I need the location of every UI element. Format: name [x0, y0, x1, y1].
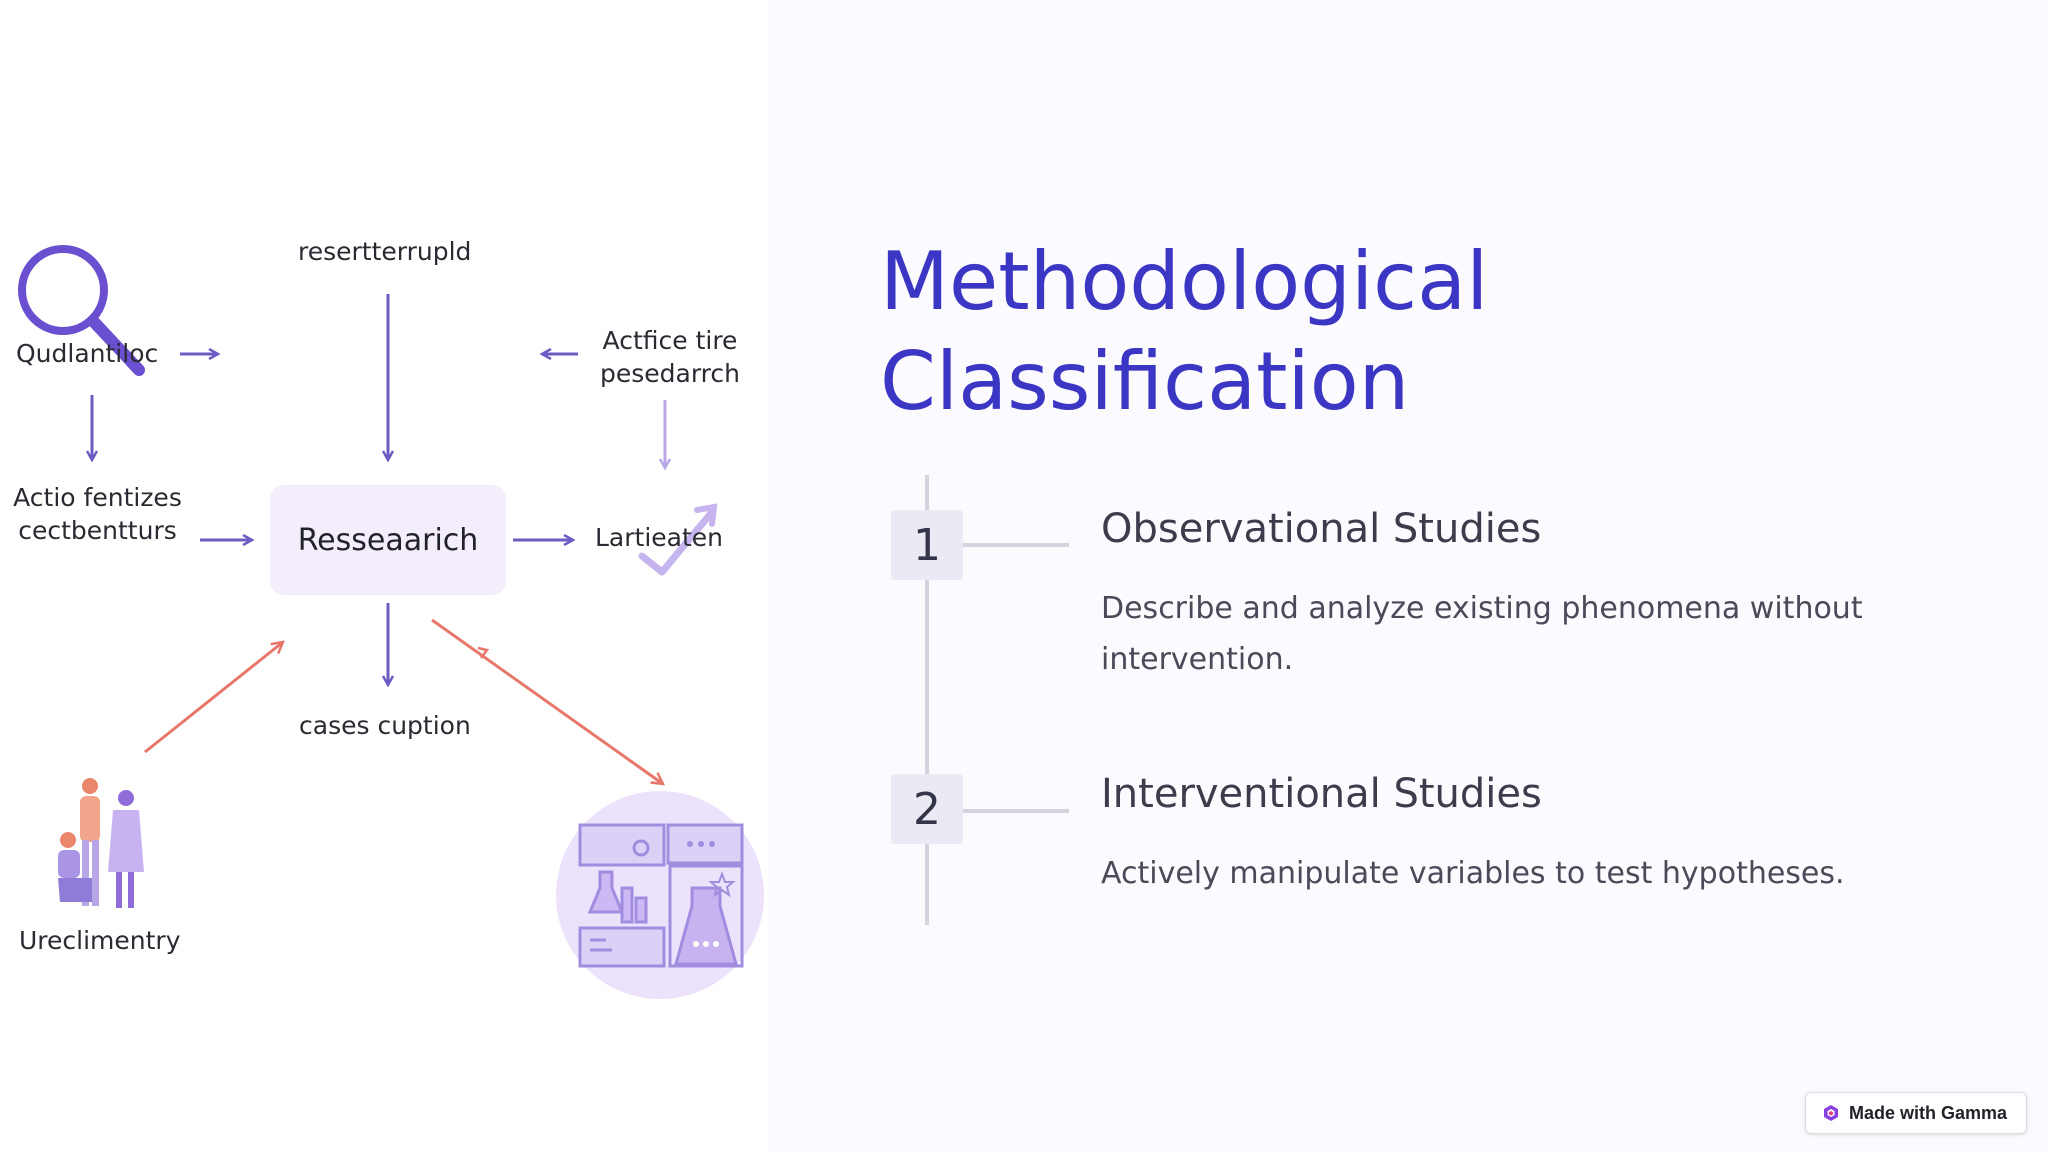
- diagram-label-bottom: cases cuption: [299, 711, 471, 740]
- lab-illustration-icon: [556, 791, 764, 999]
- diagram-label-top-left: Qudlantiloc: [16, 339, 159, 368]
- step-2-description: Actively manipulate variables to test hy…: [1101, 856, 1845, 891]
- step-2-title: Interventional Studies: [1101, 771, 1542, 817]
- made-with-gamma-label: Made with Gamma: [1849, 1102, 2008, 1123]
- step-2-number: 2: [891, 774, 963, 844]
- arrow-red-people: [144, 642, 283, 754]
- arrow-red-center: [431, 618, 663, 784]
- timeline-line: [925, 475, 929, 925]
- diagram-center-node: Resseaarich: [270, 485, 506, 595]
- diagram-label-right: Lartieaten: [595, 523, 724, 552]
- diagram-center-label: Resseaarich: [297, 522, 479, 558]
- people-illustration-icon: [58, 778, 144, 908]
- step-2-connector: [963, 809, 1069, 813]
- made-with-gamma-badge[interactable]: Made with Gamma: [1805, 1092, 2027, 1134]
- diagram-graphics: [18, 245, 764, 999]
- diagram-label-top: resertterrupld: [298, 237, 472, 266]
- step-1-title: Observational Studies: [1101, 506, 1542, 552]
- diagram-label-top-right: Actfice tire pesedarrch: [599, 326, 740, 388]
- step-1-connector: [963, 543, 1069, 547]
- step-1-number: 1: [891, 510, 963, 580]
- magnifier-icon: [18, 245, 145, 376]
- diagram-label-left: Actio fentizes cectbentturs: [13, 483, 182, 545]
- diagram-label-bottom-left: Ureclimentry: [19, 926, 181, 955]
- step-1-description: Describe and analyze existing phenomena …: [1101, 591, 1863, 677]
- research-diagram-image: resertterrupld Qudlantiloc Actfice tire …: [0, 0, 768, 1152]
- slide-title: Methodological Classification: [880, 235, 1489, 428]
- gamma-logo-icon: [1824, 1105, 1838, 1121]
- checkmark-arrow-icon: [638, 503, 718, 576]
